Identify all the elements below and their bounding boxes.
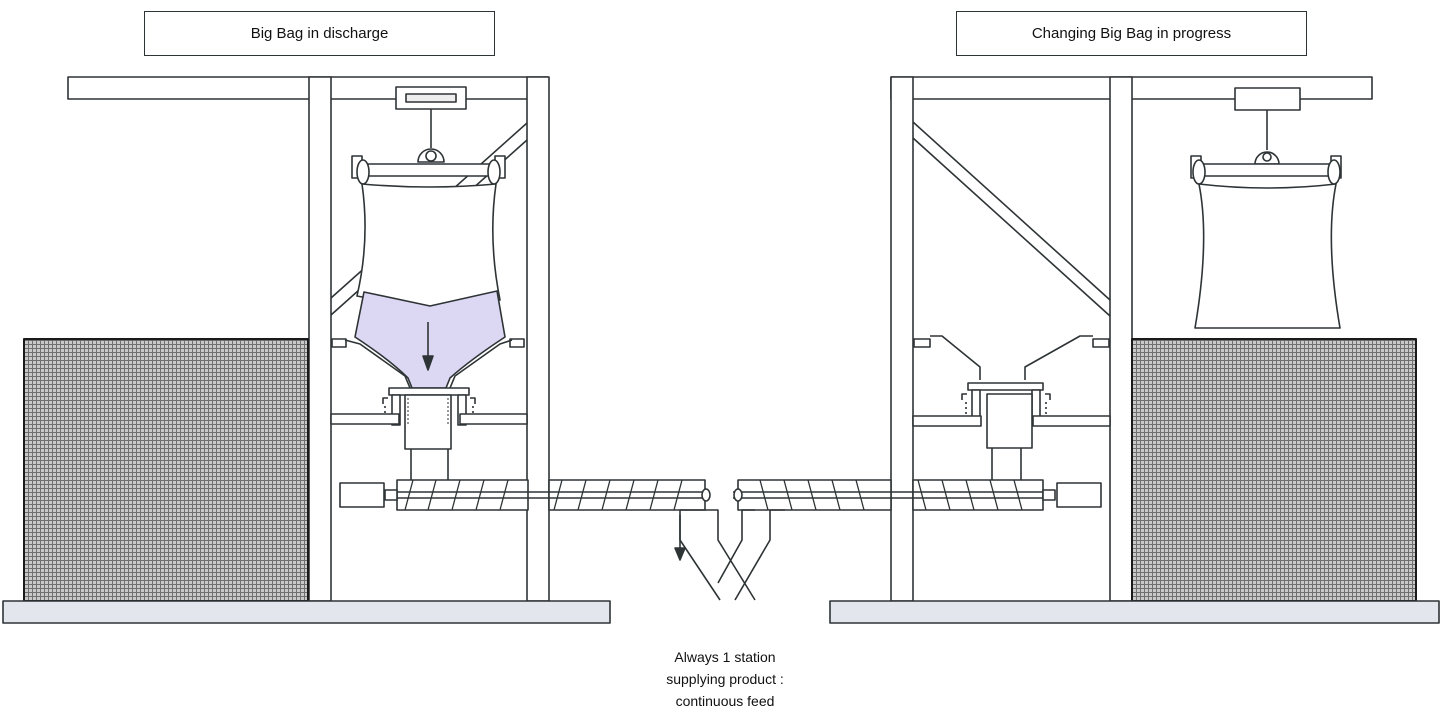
right-column-inner [1109, 76, 1133, 602]
right-bracket [1092, 338, 1110, 348]
left-bag-frame [351, 155, 506, 185]
left-motor [339, 482, 385, 508]
left-column-inner [526, 76, 550, 602]
left-bracket [331, 338, 347, 348]
left-base-platform [2, 600, 611, 624]
right-screw-conveyor [717, 479, 1102, 601]
caption-line: Always 1 station [674, 649, 776, 665]
right-shelf [912, 415, 982, 427]
left-screw-conveyor [339, 479, 756, 601]
caption-line: supplying product : [666, 671, 784, 687]
left-outlet-spout [404, 394, 452, 450]
right-station [717, 76, 1440, 624]
caption-line: continuous feed [675, 693, 775, 709]
right-outlet-spout [986, 393, 1033, 449]
right-mesh-guard [1131, 338, 1417, 602]
left-load-cell-icon [395, 86, 467, 163]
station-label-left: Big Bag in discharge [144, 11, 495, 56]
left-clamp-flange [388, 387, 470, 396]
chute-flow-arrow-icon [674, 515, 686, 561]
right-column-outer [890, 76, 914, 602]
right-bag-frame [1190, 155, 1342, 185]
station-label-right: Changing Big Bag in progress [956, 11, 1307, 56]
left-shelf [330, 413, 400, 425]
left-station [2, 76, 756, 624]
continuous-feed-caption: Always 1 station supplying product : con… [600, 646, 850, 712]
right-bracket [913, 338, 931, 348]
right-diagonal-brace [912, 121, 1111, 317]
right-clamp-flange [967, 382, 1044, 391]
left-bracket [509, 338, 525, 348]
right-shelf [1032, 415, 1111, 427]
left-mesh-guard [23, 338, 309, 602]
station-label-left-text: Big Bag in discharge [250, 25, 389, 42]
left-product-fill [354, 290, 506, 389]
left-top-beam [67, 76, 549, 100]
left-shelf [459, 413, 528, 425]
left-column-outer [308, 76, 332, 602]
left-big-bag [356, 183, 501, 311]
right-big-bag [1194, 183, 1341, 329]
right-load-cell-icon [1234, 87, 1301, 165]
left-flow-arrow-icon [422, 322, 434, 371]
right-base-platform [829, 600, 1440, 624]
station-label-right-text: Changing Big Bag in progress [1031, 25, 1232, 42]
right-motor [1056, 482, 1102, 508]
